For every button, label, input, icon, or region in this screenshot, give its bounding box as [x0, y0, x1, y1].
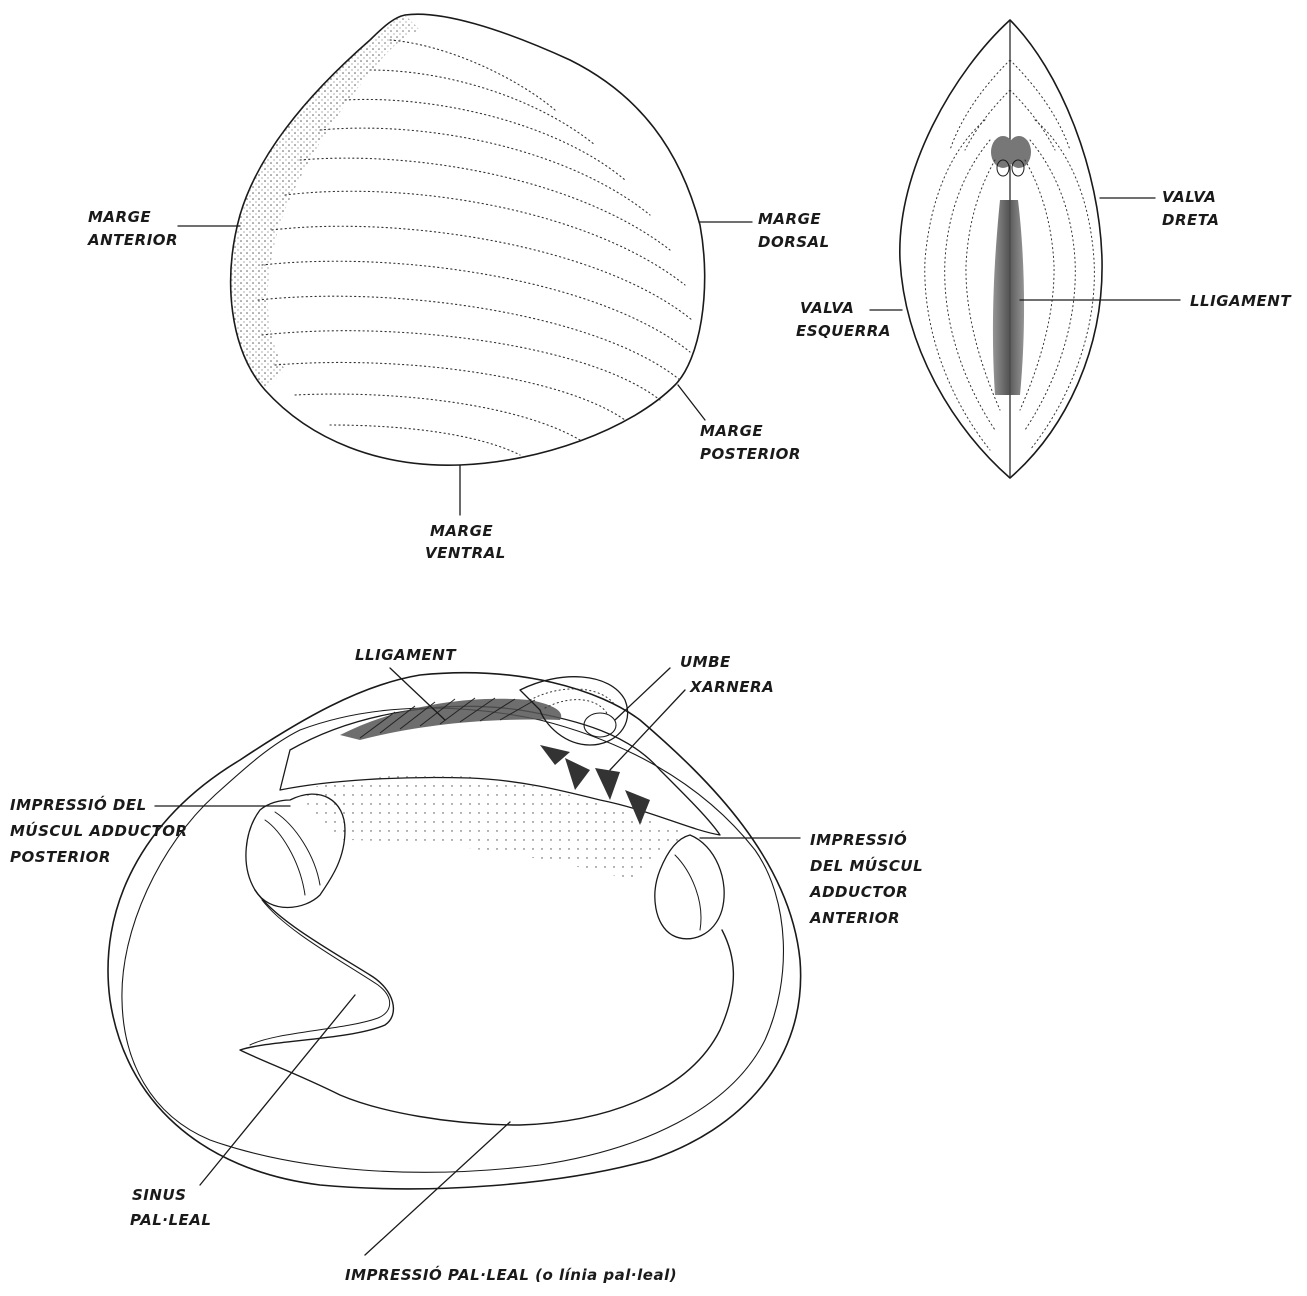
label-impressio-posterior-3: POSTERIOR [10, 848, 111, 866]
label-xarnera: XARNERA [689, 678, 774, 696]
interior-shell-view: LLIGAMENT UMBE XARNERA IMPRESSIÓ DEL MÚS… [10, 646, 923, 1284]
label-marge-anterior-1: MARGE [88, 208, 151, 226]
label-valva-dreta-2: DRETA [1162, 211, 1219, 229]
leader-marge-posterior [678, 385, 705, 420]
interior-ligament [340, 699, 561, 740]
label-marge-ventral-1: MARGE [430, 522, 493, 540]
label-impressio-anterior-3: ADDUCTOR [809, 883, 908, 901]
leader-umbe [615, 668, 670, 720]
label-valva-esquerra-1: VALVA [800, 299, 854, 317]
label-marge-ventral-2: VENTRAL [425, 544, 506, 562]
label-impressio-posterior-2: MÚSCUL ADDUCTOR [10, 821, 188, 840]
exterior-shell-shading [231, 40, 385, 390]
label-impressio-posterior-1: IMPRESSIÓ DEL [10, 795, 147, 814]
exterior-shell-view: MARGE ANTERIOR MARGE DORSAL MARGE POSTER… [87, 14, 830, 562]
dorsal-ligament [993, 200, 1024, 395]
label-umbe: UMBE [680, 653, 731, 671]
label-marge-dorsal-1: MARGE [758, 210, 821, 228]
label-sinus-palleal-1: SINUS [132, 1186, 186, 1204]
label-marge-posterior-2: POSTERIOR [700, 445, 801, 463]
exterior-shell-outline [231, 14, 705, 465]
label-sinus-palleal-2: PAL·LEAL [130, 1211, 211, 1229]
interior-stippled-area [300, 775, 690, 880]
label-impressio-palleal: IMPRESSIÓ PAL·LEAL (o línia pal·leal) [345, 1265, 677, 1284]
label-marge-anterior-2: ANTERIOR [87, 231, 178, 249]
label-valva-esquerra-2: ESQUERRA [796, 322, 891, 340]
label-marge-posterior-1: MARGE [700, 422, 763, 440]
label-impressio-anterior-1: IMPRESSIÓ [810, 830, 907, 849]
label-impressio-anterior-4: ANTERIOR [809, 909, 900, 927]
label-valva-dreta-1: VALVA [1162, 188, 1216, 206]
label-impressio-anterior-2: DEL MÚSCUL [810, 856, 923, 875]
label-marge-dorsal-2: DORSAL [758, 233, 830, 251]
label-lligament-dorsal: LLIGAMENT [1190, 292, 1292, 310]
pallial-line [240, 890, 733, 1125]
leader-sinus-palleal [200, 995, 355, 1185]
label-lligament-interior: LLIGAMENT [355, 646, 457, 664]
anterior-adductor-scar [655, 835, 724, 939]
dorsal-shell-view: VALVA DRETA VALVA ESQUERRA LLIGAMENT [796, 20, 1292, 478]
